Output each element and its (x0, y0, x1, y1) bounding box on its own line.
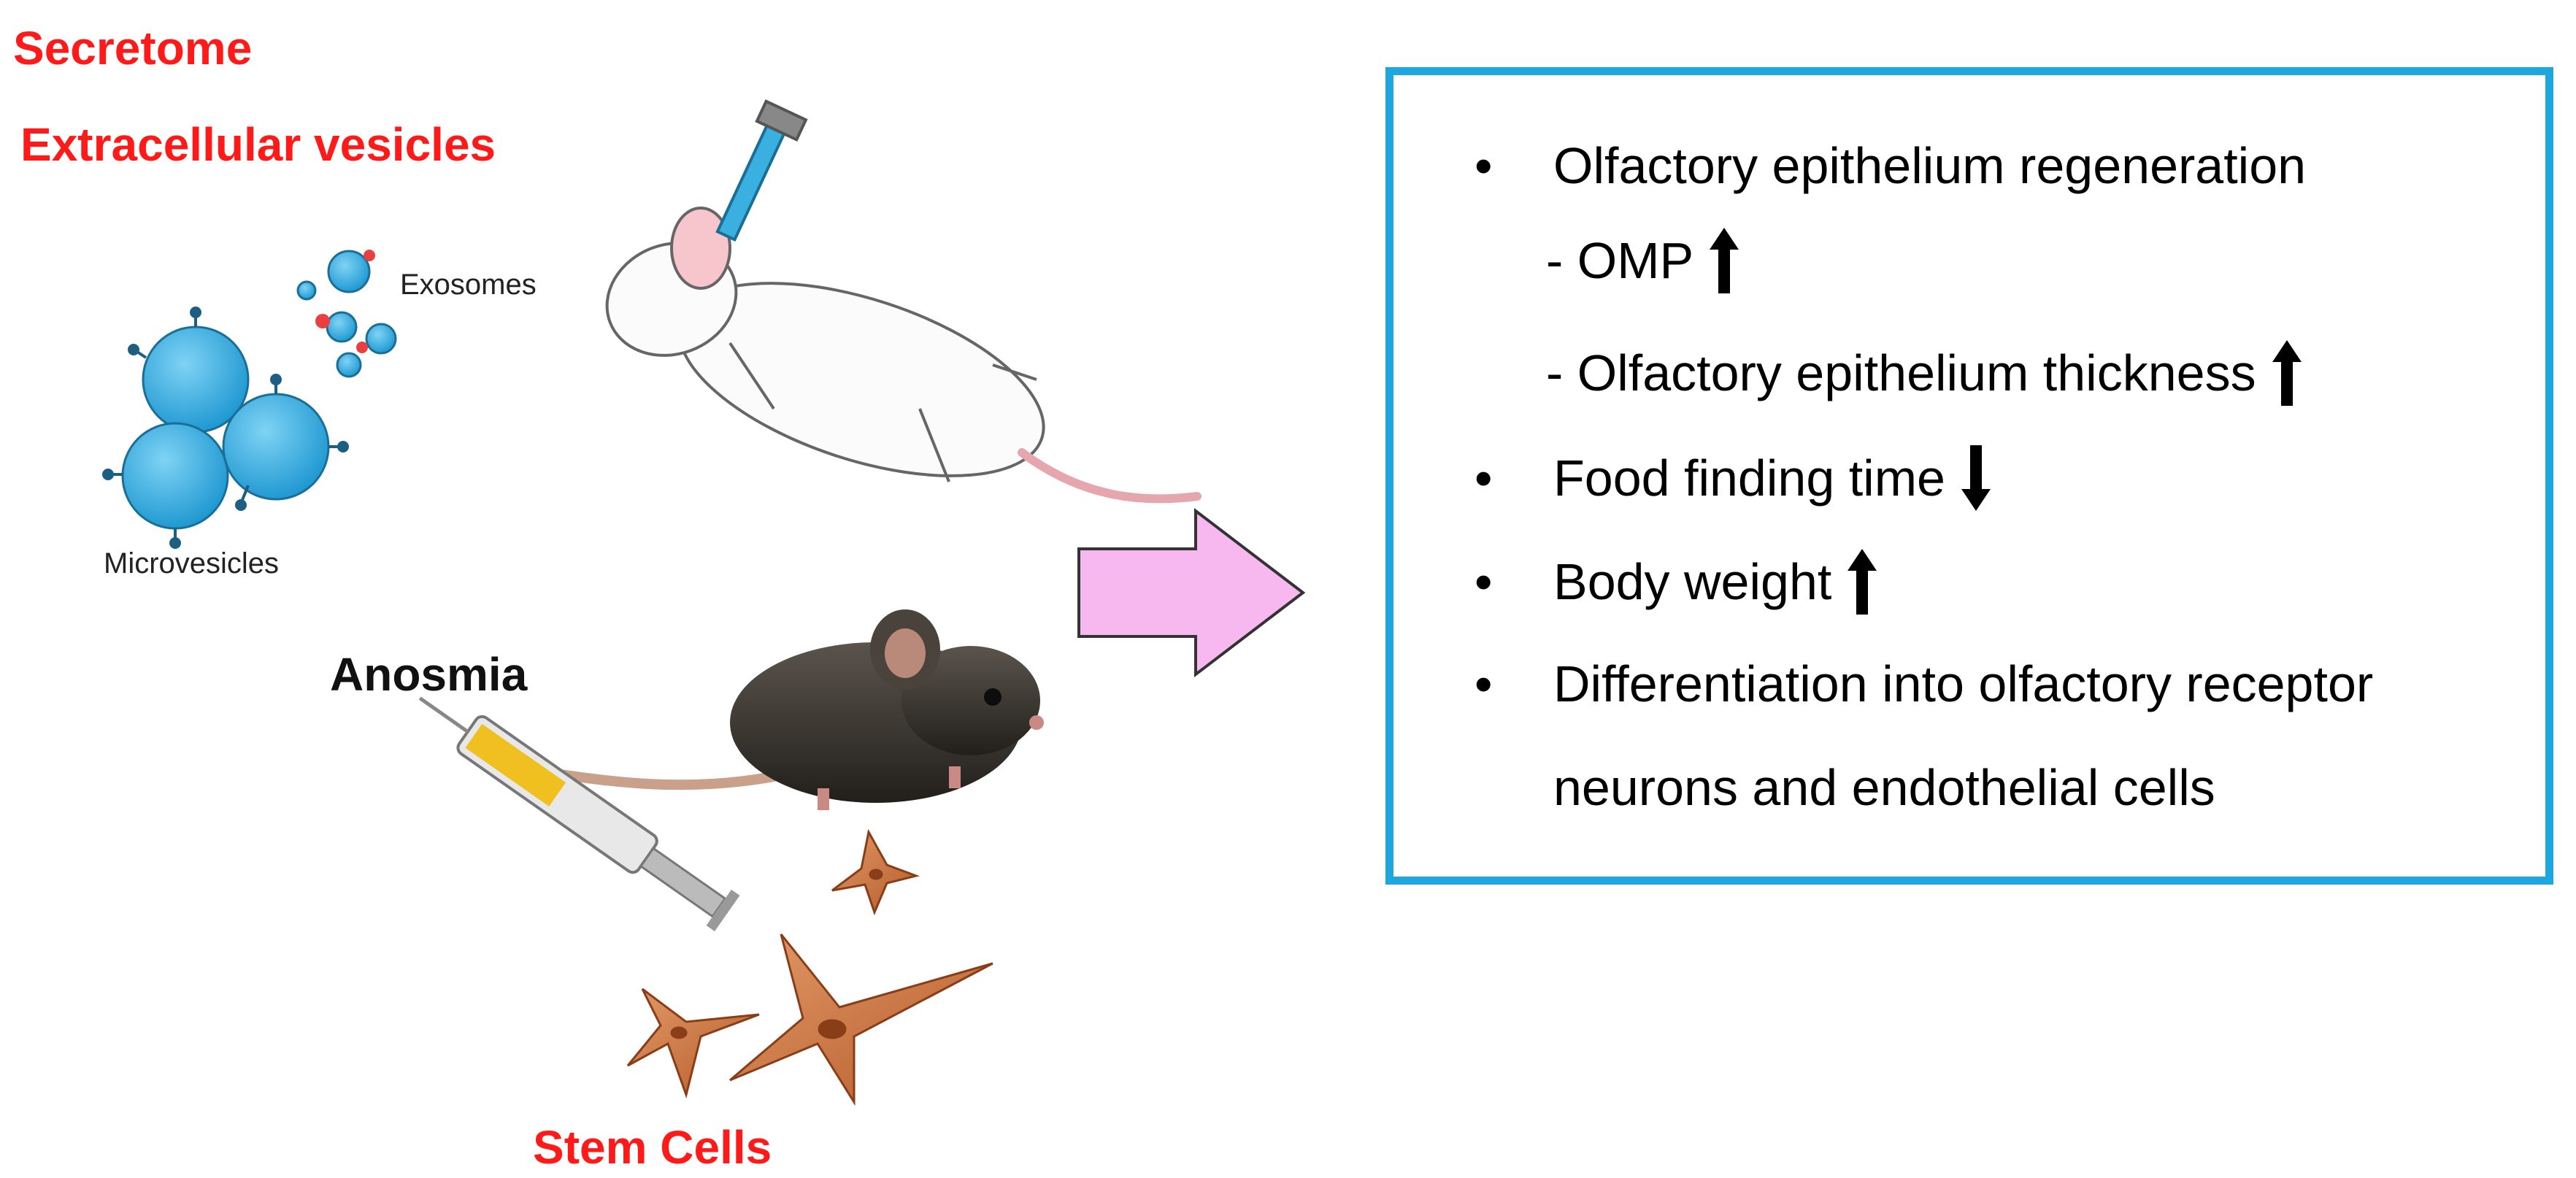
result-text: - Olfactory epithelium thickness (1546, 344, 2256, 401)
result-text: Differentiation into olfactory receptor (1553, 655, 2374, 712)
black-mouse-icon (506, 609, 1044, 810)
result-item-2: - OMP (1546, 228, 1739, 293)
result-item-7: neurons and endothelial cells (1553, 762, 2215, 813)
result-text: neurons and endothelial cells (1553, 759, 2215, 816)
microvesicles-label: Microvesicles (104, 547, 280, 580)
result-text: Body weight (1553, 553, 1832, 610)
anosmia-label: Anosmia (330, 648, 528, 701)
bullet: • (1475, 450, 1493, 507)
illustration-layer (102, 99, 1306, 1106)
extracellular-vesicles-label: Extracellular vesicles (20, 118, 496, 171)
up-arrow-icon (2272, 340, 2302, 406)
result-text: Food finding time (1553, 450, 1945, 507)
secretome-label: Secretome (13, 22, 253, 74)
exosomes-icon (296, 250, 397, 378)
up-arrow-icon (1848, 549, 1877, 615)
white-mouse-icon (605, 99, 1202, 504)
syringe-icon (418, 696, 740, 931)
result-text: - OMP (1546, 232, 1694, 289)
up-arrow-icon (1710, 228, 1739, 293)
result-item-3: - Olfactory epithelium thickness (1546, 340, 2302, 406)
stem-cells-label: Stem Cells (533, 1121, 772, 1174)
right-arrow-icon (1077, 507, 1306, 678)
result-item-4: • Food finding time (1475, 445, 1991, 511)
bullet: • (1475, 137, 1493, 194)
bullet: • (1475, 553, 1493, 610)
microvesicles-icon (102, 307, 349, 549)
down-arrow-icon (1961, 445, 1991, 511)
result-item-6: • Differentiation into olfactory recepto… (1475, 658, 2373, 709)
results-box (1385, 67, 2553, 885)
result-item-5: • Body weight (1475, 549, 1877, 615)
result-item-1: • Olfactory epithelium regeneration (1475, 140, 2306, 191)
bullet: • (1475, 655, 1493, 712)
exosomes-label: Exosomes (400, 269, 537, 301)
stem-cells-icon (626, 828, 993, 1106)
result-text: Olfactory epithelium regeneration (1553, 137, 2307, 194)
